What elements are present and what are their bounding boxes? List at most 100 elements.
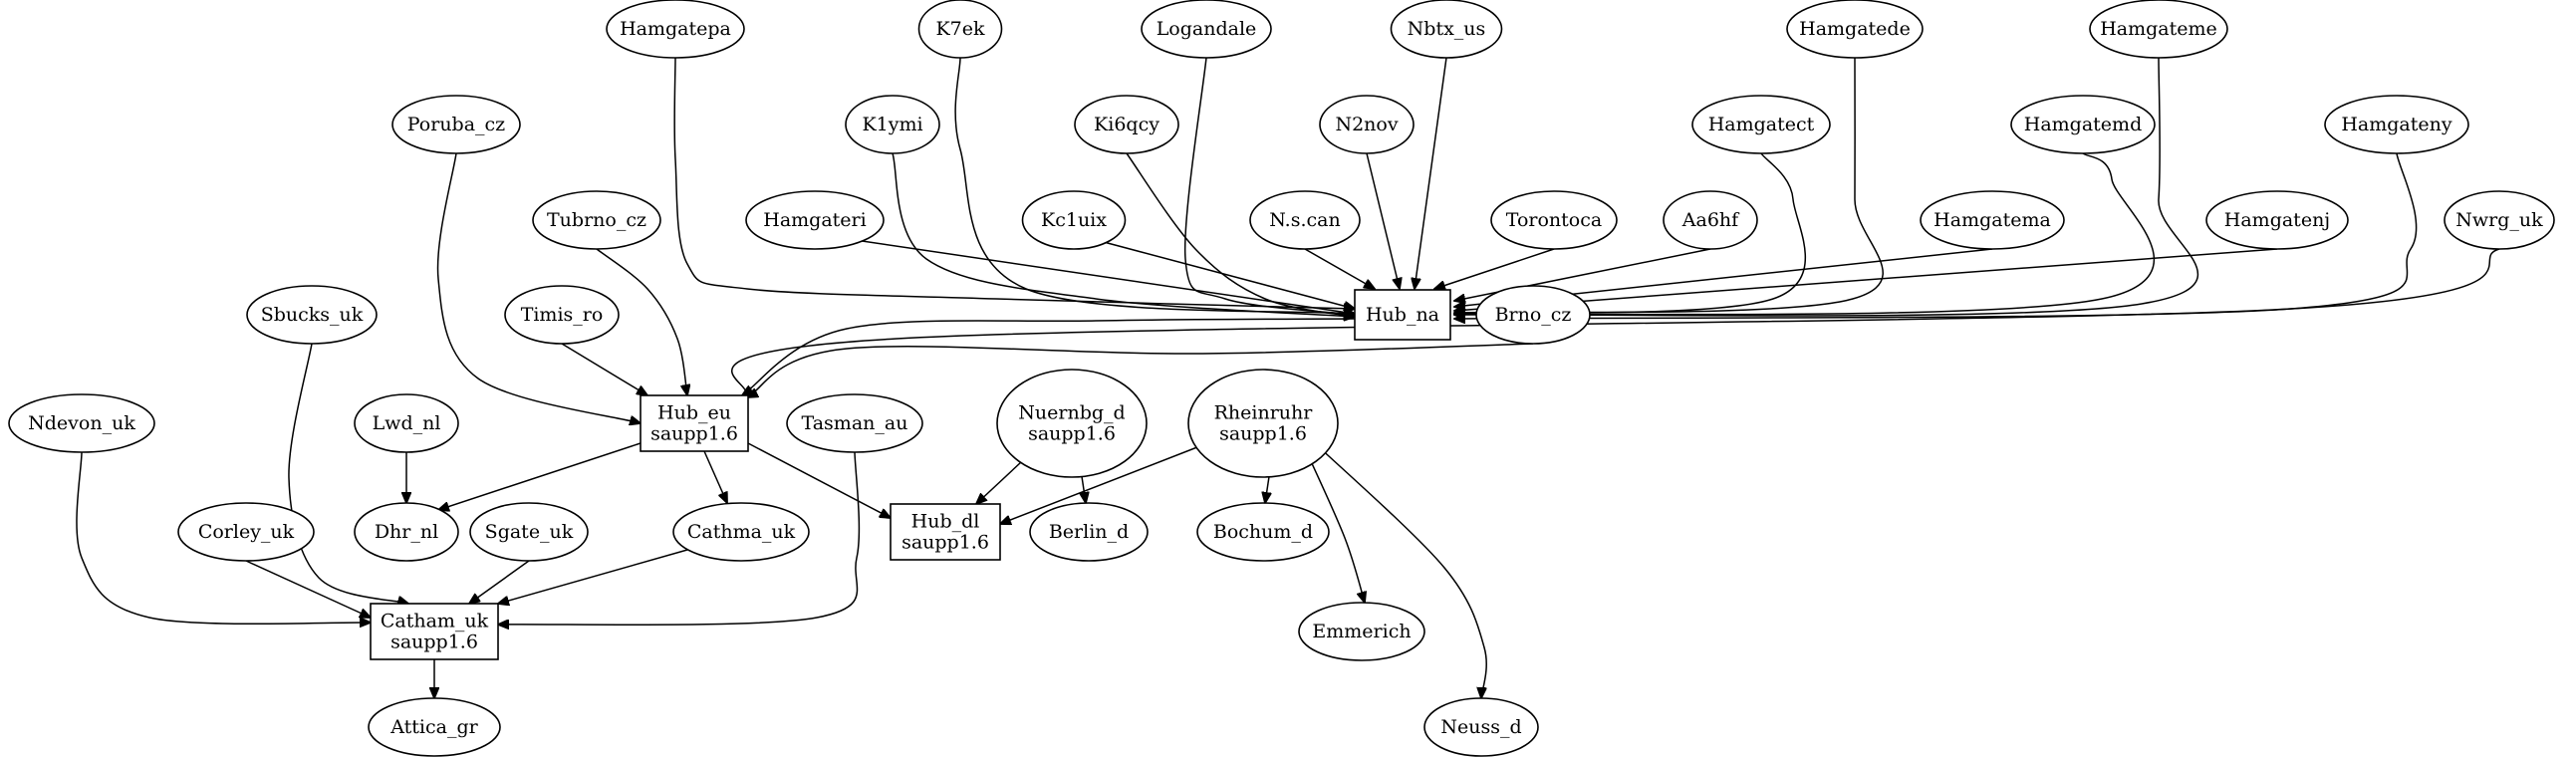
node-label: Rheinruhr — [1214, 402, 1314, 424]
node-ellipse — [8, 393, 155, 453]
node-label: Hamgateri — [763, 209, 866, 231]
node-label: Hub_eu — [657, 402, 731, 424]
node-ellipse — [1074, 95, 1179, 154]
edge-n2nov-to-hub_na — [1366, 152, 1400, 289]
node-ellipse — [1786, 0, 1924, 59]
edge-k7ek-to-hub_na — [954, 57, 1355, 314]
node-box — [1354, 289, 1451, 341]
node-label: Hub_dl — [911, 511, 980, 533]
node-label: Logandale — [1157, 18, 1257, 40]
edge-corley_uk-to-catham_uk — [245, 560, 371, 618]
node-label: Neuss_d — [1440, 716, 1521, 738]
node-ellipse — [1249, 190, 1361, 250]
node-sbucks_uk: Sbucks_uk — [246, 285, 378, 345]
node-label: saupp1.6 — [390, 631, 478, 653]
node-hamgatema: Hamgatema — [1920, 190, 2065, 250]
edge-hamgatede-to-hub_na — [1454, 57, 1884, 313]
node-bochum_d: Bochum_d — [1196, 502, 1330, 562]
node-ellipse — [1298, 602, 1425, 661]
node-label: Tasman_au — [802, 412, 908, 434]
node-label: Nbtx_us — [1408, 18, 1486, 40]
edge-hub_eu-to-hub_dl — [747, 442, 891, 518]
node-ellipse — [1490, 190, 1618, 250]
node-sgate_uk: Sgate_uk — [469, 502, 589, 562]
edge-tasman_au-to-catham_uk — [498, 451, 861, 625]
node-kc1uix: Kc1uix — [1021, 190, 1127, 250]
node-nscan: N.s.can — [1249, 190, 1361, 250]
edge-cathma_uk-to-catham_uk — [498, 549, 688, 604]
edge-logandale-to-hub_na — [1183, 57, 1355, 315]
node-ki6qcy: Ki6qcy — [1074, 95, 1179, 154]
node-label: saupp1.6 — [1219, 423, 1307, 445]
node-nwrg_uk: Nwrg_uk — [2444, 190, 2555, 250]
node-label: Hamgateme — [2100, 18, 2217, 40]
node-ellipse — [2089, 0, 2228, 59]
node-label: Dhr_nl — [375, 521, 438, 543]
node-ellipse — [1920, 190, 2065, 250]
edge-sbucks_uk-to-catham_uk — [288, 343, 408, 604]
node-label: Poruba_cz — [407, 114, 505, 135]
node-label: Attica_gr — [389, 716, 478, 738]
node-label: Torontoca — [1506, 209, 1602, 231]
node-label: Aa6hf — [1681, 209, 1740, 231]
node-label: Hamgateny — [2341, 114, 2452, 135]
node-poruba_cz: Poruba_cz — [391, 95, 521, 154]
node-berlin_d: Berlin_d — [1029, 502, 1149, 562]
node-ellipse — [2324, 95, 2469, 154]
node-ellipse — [1021, 190, 1127, 250]
node-label: Hamgatenj — [2224, 209, 2330, 231]
node-timis_ro: Timis_ro — [504, 285, 620, 345]
node-ellipse — [1187, 369, 1339, 478]
node-corley_uk: Corley_uk — [177, 502, 315, 562]
node-label: N.s.can — [1269, 209, 1340, 231]
node-attica_gr: Attica_gr — [368, 697, 501, 757]
edge-nwrg_uk-to-hub_eu — [730, 248, 2500, 395]
node-label: Kc1uix — [1041, 209, 1107, 231]
node-aa6hf: Aa6hf — [1663, 190, 1758, 250]
node-ellipse — [2444, 190, 2555, 250]
node-label: Hamgatemd — [2024, 114, 2142, 135]
node-ellipse — [917, 0, 1003, 59]
node-label: Nuernbg_d — [1018, 402, 1125, 424]
node-box — [370, 603, 499, 660]
node-label: Hamgatect — [1708, 114, 1815, 135]
node-label: Brno_cz — [1495, 304, 1572, 326]
node-ellipse — [354, 393, 459, 453]
edge-kc1uix-to-hub_na — [1073, 233, 1355, 309]
node-dhr_nl: Dhr_nl — [354, 502, 459, 562]
node-ellipse — [1029, 502, 1149, 562]
node-ellipse — [2010, 95, 2156, 154]
node-ellipse — [391, 95, 521, 154]
node-label: Cathma_uk — [687, 521, 796, 543]
edge-torontoca-to-hub_na — [1434, 248, 1555, 289]
node-ellipse — [606, 0, 745, 59]
node-label: Sgate_uk — [485, 521, 574, 543]
node-ellipse — [1319, 95, 1415, 154]
node-hub_na: Hub_na — [1354, 289, 1451, 341]
node-ellipse — [354, 502, 459, 562]
node-label: Hub_na — [1366, 304, 1439, 326]
edge-poruba_cz-to-hub_eu — [436, 152, 641, 423]
node-label: Sbucks_uk — [261, 304, 364, 326]
node-box — [640, 394, 749, 452]
node-neuss_d: Neuss_d — [1423, 697, 1539, 757]
node-n2nov: N2nov — [1319, 95, 1415, 154]
node-label: N2nov — [1335, 114, 1398, 135]
edge-hamgateri-to-hub_na — [814, 233, 1355, 314]
edge-ndevon_uk-to-catham_uk — [76, 451, 371, 624]
node-ellipse — [845, 95, 940, 154]
edge-rheinruhr-to-emmerich — [1304, 447, 1365, 603]
edge-hub_na-to-hub_eu — [742, 318, 1356, 395]
edge-brno_cz-to-hub_eu — [747, 343, 1534, 397]
node-k7ek: K7ek — [917, 0, 1003, 59]
node-label: Hamgatede — [1799, 18, 1911, 40]
node-label: Ki6qcy — [1094, 114, 1159, 135]
node-ellipse — [532, 190, 661, 250]
node-label: Timis_ro — [521, 304, 604, 326]
node-hamgatect: Hamgatect — [1691, 95, 1831, 154]
edges-layer — [76, 57, 2500, 698]
